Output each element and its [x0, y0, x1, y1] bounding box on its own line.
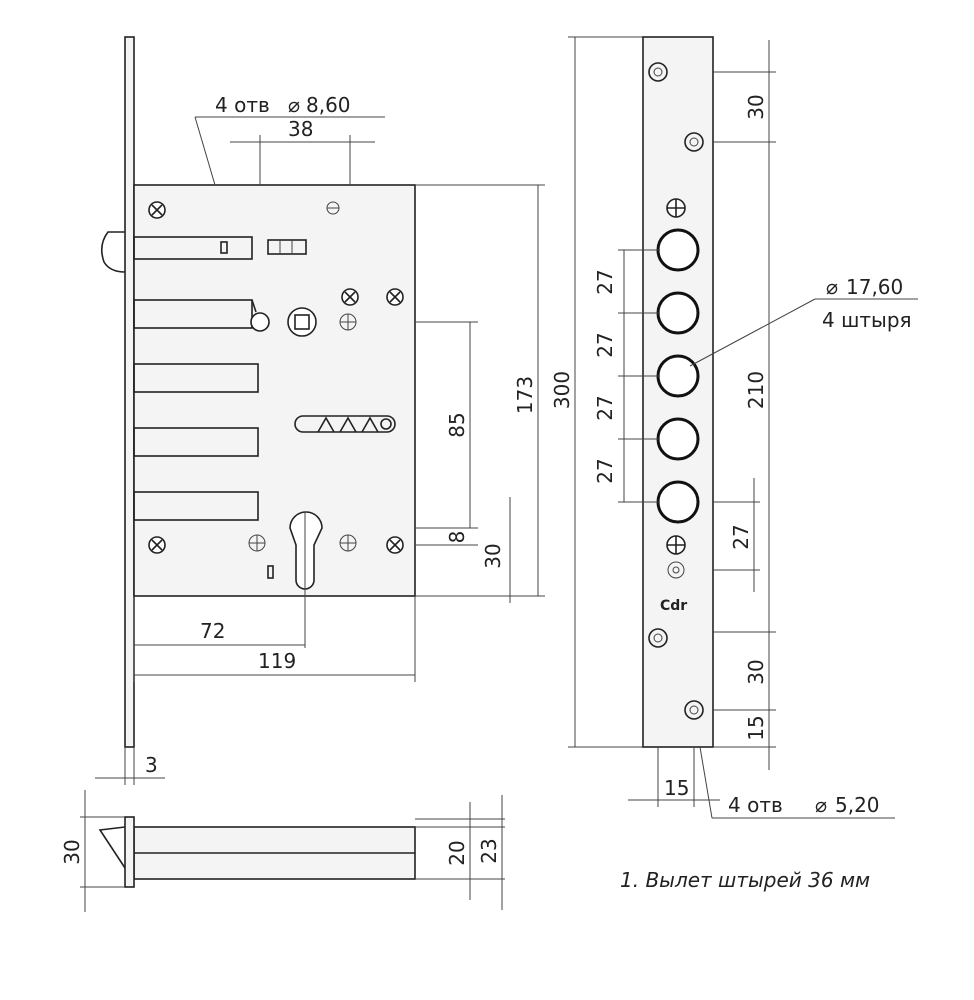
dim-27-right: 27	[729, 524, 753, 549]
holes-strip-label: 4 отв	[728, 793, 783, 817]
pin	[656, 417, 700, 461]
mount-hole	[684, 700, 704, 720]
dim-3: 3	[145, 753, 158, 777]
bolt-slot-1	[133, 299, 253, 329]
lock-front-view	[100, 36, 416, 748]
dim-210: 210	[744, 371, 768, 409]
bolt-slot-2	[133, 363, 259, 393]
pin	[656, 354, 700, 398]
dim-15-right: 15	[744, 715, 768, 740]
mount-hole	[648, 62, 668, 82]
pins-dia: 17,60	[846, 275, 903, 299]
dim-bottom-30: 30	[744, 659, 768, 684]
dim-20: 20	[445, 840, 469, 865]
spindle-square	[294, 314, 310, 330]
dim-27-a: 27	[593, 269, 617, 294]
screw-icon	[386, 288, 404, 306]
strike-strip-view: Cdr	[642, 36, 714, 748]
diameter-symbol-pins: ⌀	[826, 275, 838, 299]
dim-173: 173	[513, 376, 537, 414]
dim-72: 72	[200, 619, 225, 643]
footnote: 1. Вылет штырей 36 мм	[620, 868, 870, 892]
dim-38: 38	[288, 117, 313, 141]
strip-dimensions: 30 27 27 27 27 ⌀ 17,60 4 штыря 210 27 30…	[593, 40, 918, 819]
dim-15-bottom: 15	[664, 776, 689, 800]
gear-slot	[294, 415, 396, 433]
dim-27-c: 27	[593, 395, 617, 420]
diameter-symbol-strip: ⌀	[815, 793, 827, 817]
dim-85: 85	[445, 412, 469, 437]
holes-main-dia: 8,60	[306, 93, 351, 117]
holes-strip-dia: 5,20	[835, 793, 880, 817]
pin	[656, 228, 700, 272]
latch-marker	[220, 241, 228, 254]
brand-logo: Cdr	[660, 598, 687, 614]
pins-count: 4 штыря	[822, 308, 912, 332]
pin	[656, 291, 700, 335]
diameter-symbol: ⌀	[288, 93, 300, 117]
small-hole	[250, 312, 270, 332]
latch-slot	[133, 236, 253, 260]
dim-top-30: 30	[744, 94, 768, 119]
spindle-hub	[287, 307, 317, 337]
front-view-dimensions: 4 отв ⌀ 8,60 38 173 300 85 8 30 72	[95, 36, 643, 785]
pin	[656, 480, 700, 524]
screw-icon	[666, 198, 686, 218]
faceplate-knob	[100, 231, 126, 273]
cylinder-cutout	[289, 511, 323, 590]
screw-icon	[148, 201, 166, 219]
dim-119: 119	[258, 649, 296, 673]
dim-23: 23	[477, 838, 501, 863]
small-screw-icon	[667, 561, 685, 579]
screw-icon	[386, 536, 404, 554]
mount-hole	[684, 132, 704, 152]
faceplate	[124, 36, 135, 748]
lock-case	[133, 184, 416, 597]
dim-8: 8	[445, 531, 469, 544]
screw-icon	[341, 288, 359, 306]
latch-window	[267, 239, 307, 255]
dim-27-d: 27	[593, 458, 617, 483]
mount-hole	[648, 628, 668, 648]
dim-30-side: 30	[481, 543, 505, 568]
bolt-slot-4	[133, 491, 259, 521]
lock-side-view: 30 20 23	[60, 790, 505, 912]
screw-icon	[148, 536, 166, 554]
dim-27-b: 27	[593, 332, 617, 357]
dim-300: 300	[550, 371, 574, 409]
screw-icon	[666, 535, 686, 555]
dim-30-bottom: 30	[60, 839, 84, 864]
bolt-slot-3	[133, 427, 259, 457]
holes-main-label: 4 отв	[215, 93, 270, 117]
